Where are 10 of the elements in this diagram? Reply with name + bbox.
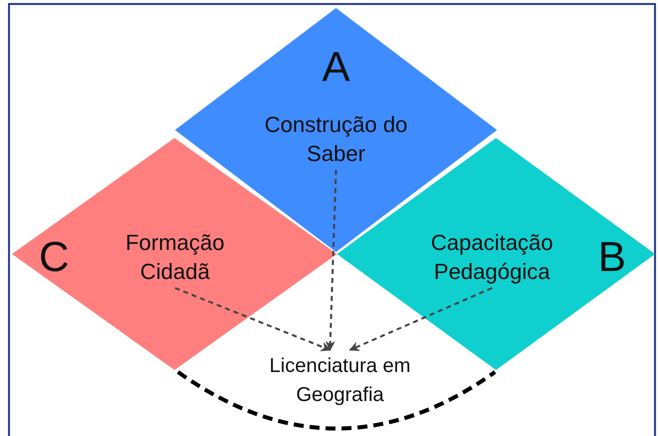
dashed-arrow	[349, 287, 492, 351]
section-letter: B	[596, 234, 627, 280]
section-label: Licenciatura em Geografia	[268, 354, 412, 408]
section-label: Capacitação Pedagógica	[430, 229, 554, 286]
dashed-arrow	[325, 170, 337, 351]
dashed-arrow	[174, 287, 331, 352]
section-label: Construção do Saber	[263, 111, 409, 168]
section-letter: C	[38, 234, 70, 280]
section-label: Formação Cidadã	[124, 229, 226, 286]
section-letter: A	[320, 44, 351, 90]
